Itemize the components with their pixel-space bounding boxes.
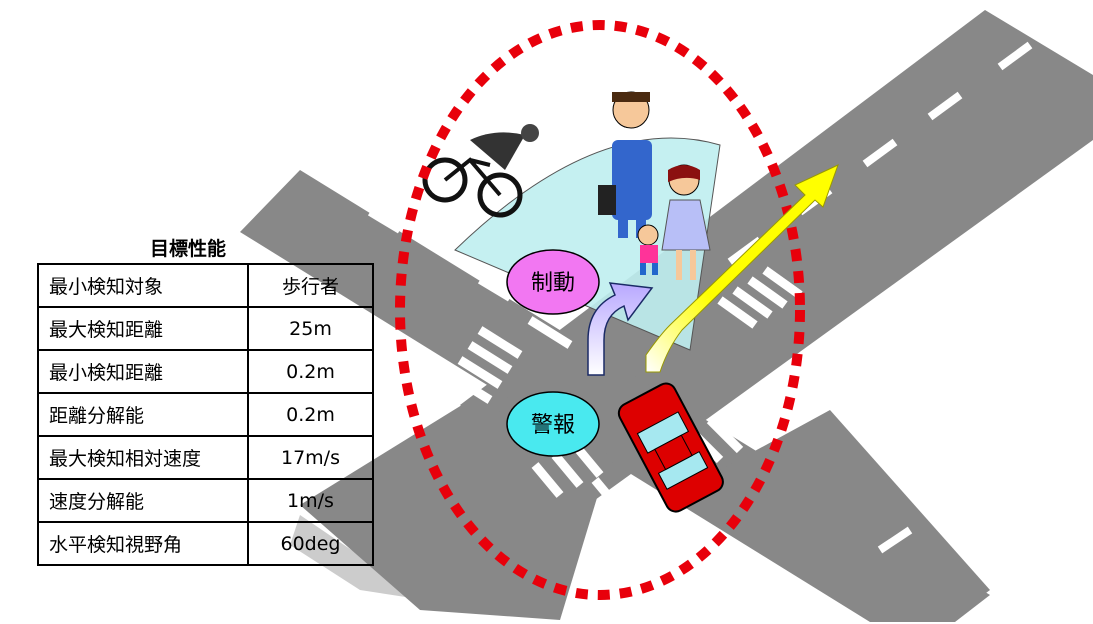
car-icon bbox=[617, 382, 724, 513]
spec-label: 水平検知視野角 bbox=[37, 521, 249, 566]
turn-arrow bbox=[587, 282, 654, 376]
spec-value: 17m/s bbox=[247, 435, 374, 480]
warning-label: 警報 bbox=[531, 413, 575, 438]
warning-bubble: 警報 bbox=[506, 391, 600, 457]
spec-label: 最大検知相対速度 bbox=[37, 435, 249, 480]
spec-label: 最大検知距離 bbox=[37, 306, 249, 351]
spec-label: 最小検知対象 bbox=[37, 263, 249, 308]
spec-value: 歩行者 bbox=[247, 263, 374, 308]
spec-value: 25m bbox=[247, 306, 374, 351]
spec-value: 0.2m bbox=[247, 349, 374, 394]
right-road bbox=[720, 410, 990, 620]
cyclist-icon bbox=[422, 124, 539, 218]
table-row: 最小検知対象歩行者 bbox=[37, 263, 374, 308]
woman-with-child-icon bbox=[637, 164, 711, 280]
brake-label: 制動 bbox=[531, 271, 575, 296]
spec-value: 1m/s bbox=[247, 478, 374, 523]
spec-label: 速度分解能 bbox=[37, 478, 249, 523]
straight-arrow bbox=[645, 164, 839, 373]
spec-label: 距離分解能 bbox=[37, 392, 249, 437]
spec-value: 60deg bbox=[247, 521, 374, 566]
spec-title: 目標性能 bbox=[150, 238, 227, 260]
spec-label: 最小検知距離 bbox=[37, 349, 249, 394]
detection-zone-outline bbox=[395, 20, 805, 600]
brake-bubble: 制動 bbox=[506, 249, 600, 315]
spec-value: 0.2m bbox=[247, 392, 374, 437]
